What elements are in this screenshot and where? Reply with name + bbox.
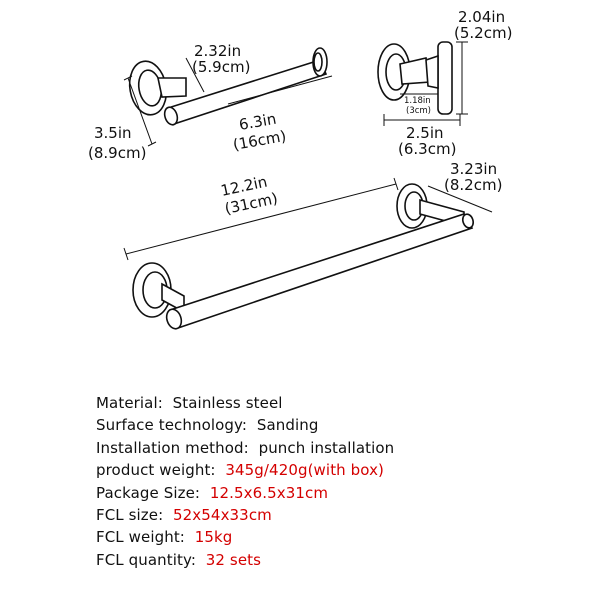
spec-label: product weight: <box>96 461 216 480</box>
spec-label: Material: <box>96 394 163 412</box>
product-dimension-drawing: 3.5in (8.9cm) 2.32in (5.9cm) 6.3in (16cm… <box>88 8 512 330</box>
spec-value: 12.5x6.5x31cm <box>209 483 329 502</box>
hook-depth-in: 1.18in <box>404 96 431 106</box>
hook-height-cm: (5.2cm) <box>454 24 512 42</box>
spec-value: 32 sets <box>205 550 262 569</box>
spec-value: 52x54x33cm <box>173 505 272 524</box>
spec-label: FCL quantity: <box>96 550 197 569</box>
hook-width-cm: (6.3cm) <box>398 140 456 158</box>
spec-row-surface: Surface technology: Sanding <box>96 414 394 436</box>
spec-label: FCL size: <box>96 505 164 524</box>
robe-hook-drawing <box>377 41 468 126</box>
spec-value: punch installation <box>258 438 395 457</box>
spec-row-product-weight: product weight: 345g/420g(with box) <box>96 459 394 481</box>
paper-holder-drawing <box>123 47 333 147</box>
hook-depth-cm: (3cm) <box>406 106 431 116</box>
spec-row-fcl-weight: FCL weight: 15kg <box>96 526 394 548</box>
hook-height-in: 2.04in <box>458 8 505 26</box>
spec-row-installation: Installation method: punch installation <box>96 437 394 459</box>
paper-holder-depth-in: 2.32in <box>194 42 241 60</box>
spec-label: Package Size: <box>96 483 201 502</box>
paper-holder-height-cm: (8.9cm) <box>88 144 146 162</box>
paper-holder-height-in: 3.5in <box>94 124 132 142</box>
towel-bar-drawing <box>123 177 493 330</box>
spec-value: 15kg <box>194 528 233 547</box>
spec-label: FCL weight: <box>96 528 185 547</box>
spec-value: Sanding <box>256 416 319 435</box>
paper-holder-depth-cm: (5.9cm) <box>192 58 250 76</box>
spec-row-material: Material: Stainless steel <box>96 392 394 414</box>
spec-label: Surface technology: <box>96 416 248 435</box>
spec-value: 345g/420g(with box) <box>225 461 385 480</box>
spec-label: Installation method: <box>96 438 249 457</box>
spec-row-package-size: Package Size: 12.5x6.5x31cm <box>96 482 394 504</box>
specification-list: Material: Stainless steel Surface techno… <box>96 392 394 571</box>
spec-row-fcl-size: FCL size: 52x54x33cm <box>96 504 394 526</box>
hook-width-in: 2.5in <box>406 124 444 142</box>
spec-row-fcl-quantity: FCL quantity: 32 sets <box>96 549 394 571</box>
spec-value: Stainless steel <box>172 394 283 412</box>
towel-bar-depth-in: 3.23in <box>450 160 497 178</box>
towel-bar-depth-cm: (8.2cm) <box>444 176 502 194</box>
